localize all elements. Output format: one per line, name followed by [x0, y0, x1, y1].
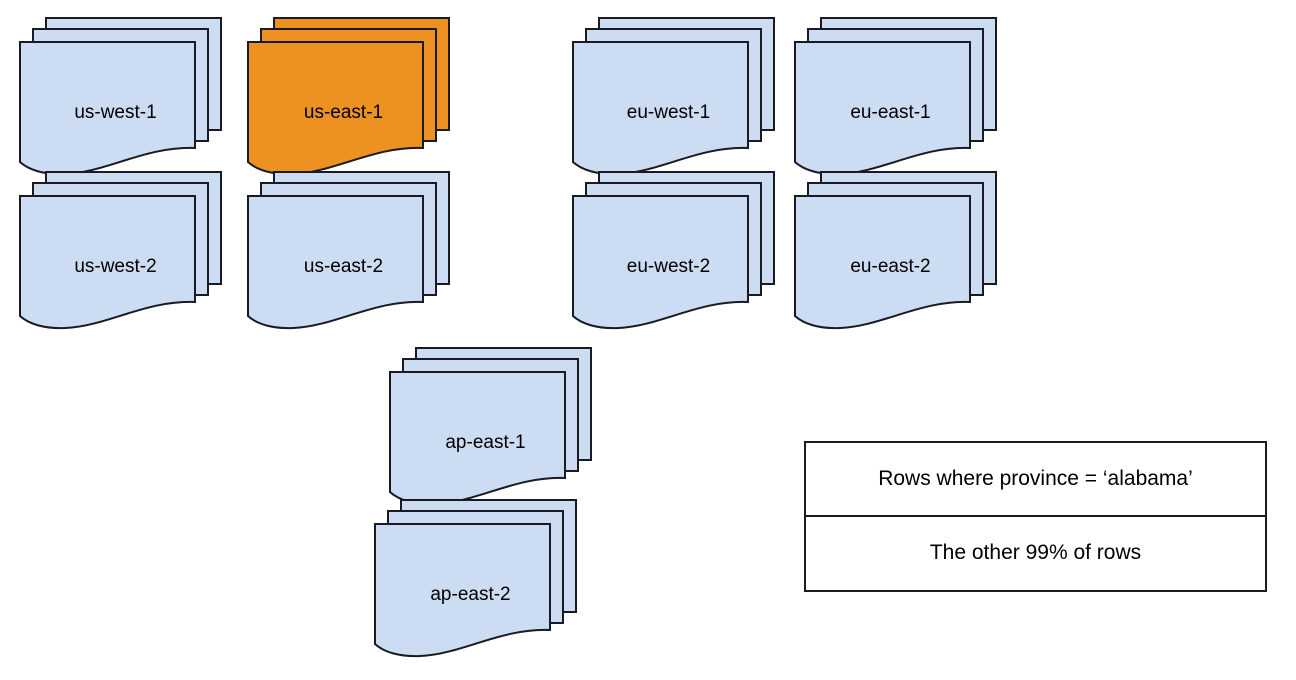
document-sheet-front: [19, 195, 196, 330]
legend-label-orange: The other 99% of rows: [929, 541, 1142, 565]
document-sheet-front: [572, 41, 749, 176]
document-stack-eu-west-2[interactable]: eu-west-2: [572, 171, 783, 344]
document-sheet-front: [572, 195, 749, 330]
document-stack-us-west-1[interactable]: us-west-1: [19, 17, 230, 190]
legend-row-blue: Rows where province = ‘alabama’: [806, 443, 1265, 517]
document-stack-eu-west-1[interactable]: eu-west-1: [572, 17, 783, 190]
document-sheet-front: [389, 371, 566, 506]
document-stack-ap-east-1[interactable]: ap-east-1: [389, 347, 600, 520]
document-stack-eu-east-1[interactable]: eu-east-1: [794, 17, 1005, 190]
document-stack-eu-east-2[interactable]: eu-east-2: [794, 171, 1005, 344]
document-sheet-front: [794, 41, 971, 176]
legend: Rows where province = ‘alabama’ The othe…: [804, 441, 1267, 592]
document-stack-us-west-2[interactable]: us-west-2: [19, 171, 230, 344]
document-stack-us-east-1[interactable]: us-east-1: [247, 17, 458, 190]
document-stack-ap-east-2[interactable]: ap-east-2: [374, 499, 585, 672]
legend-label-blue: Rows where province = ‘alabama’: [878, 466, 1193, 490]
legend-row-orange: The other 99% of rows: [806, 517, 1265, 591]
document-sheet-front: [19, 41, 196, 176]
document-sheet-front: [247, 41, 424, 176]
document-sheet-front: [794, 195, 971, 330]
document-sheet-front: [374, 523, 551, 658]
document-stack-us-east-2[interactable]: us-east-2: [247, 171, 458, 344]
document-sheet-front: [247, 195, 424, 330]
